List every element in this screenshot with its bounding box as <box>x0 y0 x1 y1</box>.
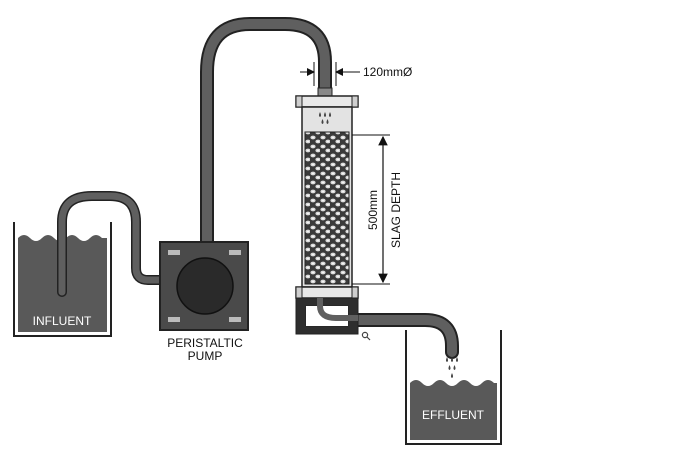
pump-label-line1: PERISTALTIC <box>167 336 243 350</box>
peristaltic-pump: PERISTALTIC PUMP <box>159 241 249 363</box>
pump-rotor <box>176 257 234 315</box>
droplet-icon <box>326 119 329 124</box>
droplet-icon <box>319 112 321 117</box>
droplet-icon <box>446 357 448 362</box>
effluent-tank: EFFLUENT <box>405 330 502 445</box>
effluent-water <box>410 380 497 440</box>
filter-column <box>295 87 359 335</box>
pump-label-line2: PUMP <box>188 349 223 363</box>
bottom-flange <box>295 286 359 299</box>
influent-tank-wall <box>13 222 112 337</box>
effluent-label: EFFLUENT <box>422 408 485 422</box>
droplet-icon <box>451 357 453 362</box>
diameter-dimension: 120mmØ <box>300 62 412 86</box>
effluent-tank-wall <box>405 330 502 445</box>
effluent-droplets <box>446 357 458 378</box>
droplet-icon <box>453 365 456 370</box>
depth-dimension: 500mm SLAG DEPTH <box>352 134 403 285</box>
depth-label-line1: 500mm <box>366 190 380 230</box>
droplet-icon <box>456 357 458 362</box>
droplet-icon <box>329 112 331 117</box>
slag-bed <box>304 131 350 285</box>
top-flange <box>295 95 359 108</box>
depth-label-line2: SLAG DEPTH <box>389 172 403 248</box>
droplet-icon <box>321 119 324 124</box>
droplet-icon <box>451 373 453 378</box>
diameter-label: 120mmØ <box>363 65 412 79</box>
influent-label: INFLUENT <box>33 314 92 328</box>
inlet-droplets <box>319 112 331 124</box>
droplet-icon <box>324 112 326 117</box>
magnifier-icon <box>361 331 371 341</box>
droplet-icon <box>448 365 451 370</box>
